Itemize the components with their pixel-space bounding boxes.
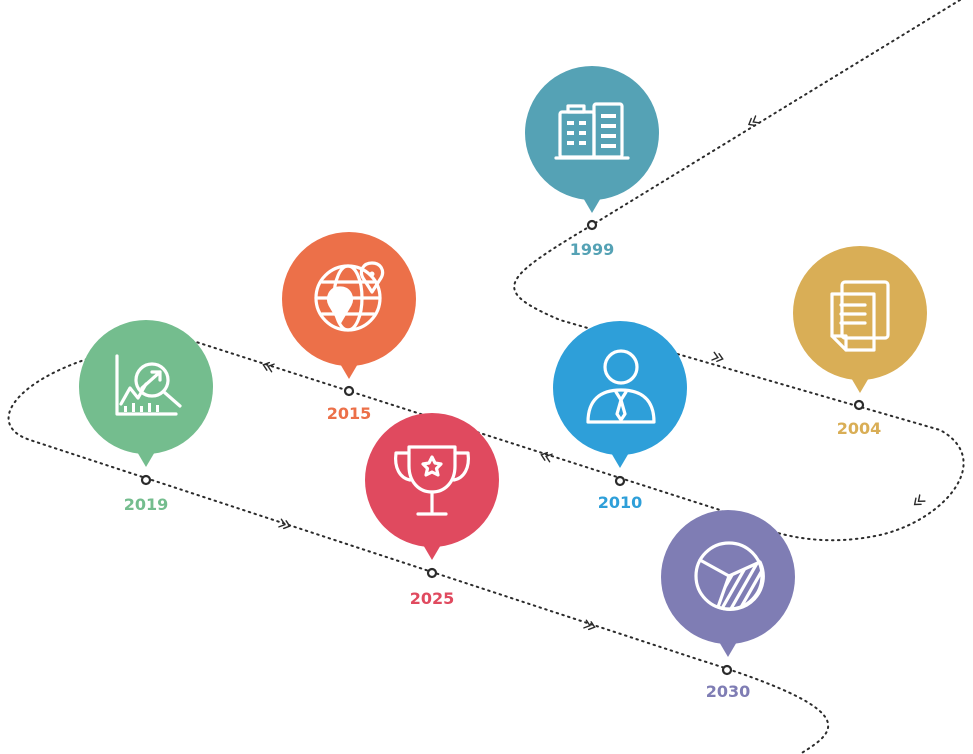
- timeline-node: [853, 399, 865, 411]
- globe-location-icon: [314, 261, 385, 332]
- milestone-pin: [718, 640, 738, 657]
- chevron-icon: [747, 115, 761, 127]
- timeline-node: [140, 474, 152, 486]
- chevron-icon: [913, 494, 926, 506]
- timeline-node: [343, 385, 355, 397]
- milestone-pin: [553, 321, 687, 455]
- milestone-pin: [136, 450, 156, 467]
- documents-icon: [830, 280, 890, 352]
- timeline-node: [614, 475, 626, 487]
- timeline-node: [586, 219, 598, 231]
- milestone-2010: 2010: [553, 321, 687, 512]
- year-label: 1999: [570, 240, 615, 259]
- milestone-pin: [525, 66, 659, 200]
- year-label: 2030: [706, 682, 751, 701]
- chevron-icon: [540, 451, 553, 463]
- direction-chevrons: [262, 115, 926, 631]
- chevron-icon: [278, 518, 291, 530]
- chevron-icon: [262, 361, 275, 373]
- trophy-icon: [394, 445, 470, 516]
- milestone-pin: [850, 376, 870, 393]
- milestone-2025: 2025: [365, 413, 499, 608]
- timeline-node: [426, 567, 438, 579]
- milestone-pin: [422, 543, 442, 560]
- businessman-icon: [586, 349, 656, 424]
- year-label: 2004: [837, 419, 882, 438]
- office-building-icon: [554, 102, 630, 160]
- chart-analysis-icon: [115, 354, 182, 416]
- year-label: 2019: [124, 495, 169, 514]
- milestone-1999: 1999: [525, 66, 659, 259]
- chevron-icon: [583, 619, 596, 631]
- milestone-pin: [610, 451, 630, 468]
- milestone-pin: [365, 413, 499, 547]
- chevron-icon: [711, 351, 724, 363]
- milestone-2004: 2004: [793, 246, 927, 438]
- milestone-pin: [339, 362, 359, 379]
- milestone-pin: [582, 196, 602, 213]
- year-label: 2015: [327, 404, 372, 423]
- milestone-2019: 2019: [79, 320, 213, 514]
- timeline-node: [721, 664, 733, 676]
- year-label: 2010: [598, 493, 643, 512]
- milestone-2015: 2015: [282, 232, 416, 423]
- year-label: 2025: [410, 589, 455, 608]
- milestone-2030: 2030: [661, 510, 795, 701]
